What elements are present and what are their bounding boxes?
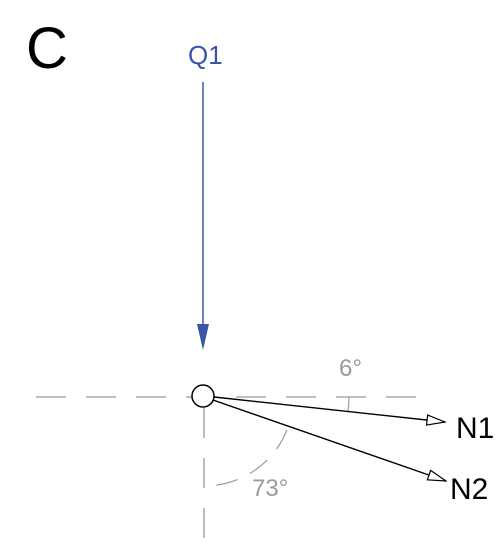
panel-label: C <box>26 16 68 81</box>
q1-arrowhead <box>197 324 209 350</box>
n1-label: N1 <box>456 412 494 445</box>
n1-arrow <box>213 396 445 422</box>
angle-6-arc <box>347 396 350 413</box>
angle-73-arc <box>203 429 288 487</box>
node-circle <box>191 384 215 408</box>
q1-label: Q1 <box>188 40 223 70</box>
n2-arrow <box>212 399 446 481</box>
n2-label: N2 <box>450 473 488 506</box>
angle-6-label: 6° <box>339 355 362 382</box>
angle-73-label: 73° <box>252 475 288 502</box>
